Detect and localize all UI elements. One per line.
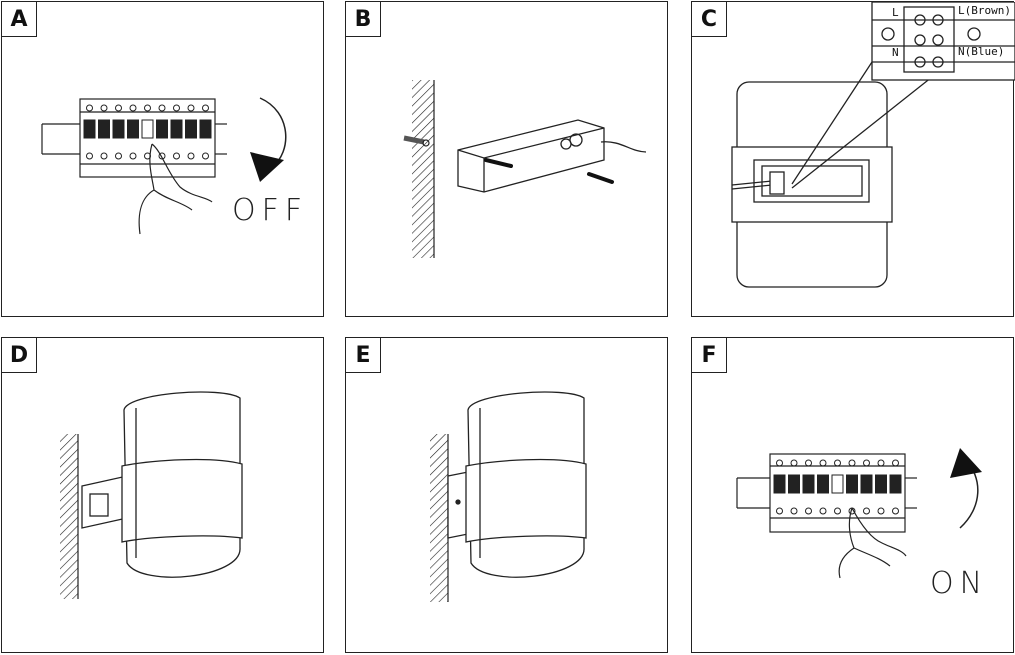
terminal-screw xyxy=(86,104,93,112)
terminal-screw xyxy=(776,507,783,515)
brown-wire-label: L(Brown) xyxy=(958,4,1011,17)
wiring-illustration: L N L(Brown) N(Blue) xyxy=(731,2,1015,288)
terminal-screw xyxy=(834,507,841,515)
breaker-switch xyxy=(185,119,197,139)
terminal-screw xyxy=(173,104,180,112)
step-panel-c: C L N L(Brown) N(Blue) xyxy=(691,1,1015,317)
terminal-screw xyxy=(115,104,122,112)
breaker-switch xyxy=(860,474,873,494)
terminal-screw xyxy=(173,152,180,160)
step-panel-e: E xyxy=(345,337,668,653)
terminal-screw xyxy=(848,459,856,467)
breaker-switch xyxy=(773,474,786,494)
breaker-switch xyxy=(788,474,800,494)
breaker-switch xyxy=(170,119,183,139)
breaker-switch xyxy=(199,119,212,139)
terminal-screw xyxy=(202,104,209,112)
terminal-screw xyxy=(100,104,108,112)
terminal-screw xyxy=(115,152,122,160)
terminal-screw xyxy=(877,459,885,467)
terminal-screw xyxy=(805,459,812,467)
terminal-screw xyxy=(776,459,783,467)
terminal-screw xyxy=(86,152,93,160)
breaker-switch xyxy=(98,119,110,139)
terminal-screw xyxy=(100,152,108,160)
breaker-switch xyxy=(802,474,815,494)
breaker-switch xyxy=(141,119,154,139)
lamp-attach-illustration xyxy=(60,391,243,599)
live-terminal-label: L xyxy=(892,6,899,19)
terminal-screw xyxy=(790,507,798,515)
neutral-terminal-label: N xyxy=(892,46,899,59)
breaker-switch xyxy=(156,119,168,139)
terminal-screw xyxy=(202,152,209,160)
terminal-screw xyxy=(819,507,827,515)
step-panel-d: D xyxy=(1,337,324,653)
terminal-screw xyxy=(863,507,870,515)
lamp-mounted-illustration xyxy=(430,391,587,602)
terminal-screw xyxy=(129,152,137,160)
terminal-screw xyxy=(892,507,899,515)
breaker-switch xyxy=(831,474,844,494)
terminal-screw xyxy=(892,459,899,467)
terminal-screw xyxy=(877,507,885,515)
terminal-screw xyxy=(805,507,812,515)
step-panel-a: A OFF xyxy=(1,1,324,317)
blue-wire-label: N(Blue) xyxy=(958,45,1004,58)
step-label-e: E xyxy=(345,337,381,373)
breaker-switch xyxy=(875,474,887,494)
breaker-switch xyxy=(127,119,139,139)
breaker-switch xyxy=(846,474,858,494)
breaker-switch xyxy=(889,474,902,494)
breaker-on-illustration: ON xyxy=(736,448,988,601)
step-panel-f: F ON xyxy=(691,337,1014,653)
breaker-off-illustration: OFF xyxy=(41,97,308,235)
terminal-screw xyxy=(790,459,798,467)
step-label-f: F xyxy=(691,337,727,373)
off-state-text: OFF xyxy=(232,193,308,228)
terminal-screw xyxy=(144,104,151,112)
breaker-switch xyxy=(112,119,125,139)
step-label-d: D xyxy=(1,337,37,373)
step-label-a: A xyxy=(1,1,37,37)
terminal-screw xyxy=(158,152,166,160)
on-state-text: ON xyxy=(930,566,988,601)
breaker-switch xyxy=(83,119,96,139)
breaker-switch xyxy=(817,474,829,494)
step-label-b: B xyxy=(345,1,381,37)
terminal-screw xyxy=(834,459,841,467)
step-panel-b: B xyxy=(345,1,668,317)
terminal-screw xyxy=(129,104,137,112)
step-label-c: C xyxy=(691,1,727,37)
terminal-screw xyxy=(187,104,195,112)
mounting-plate-illustration xyxy=(403,80,647,258)
terminal-screw xyxy=(819,459,827,467)
terminal-screw xyxy=(158,104,166,112)
terminal-screw xyxy=(187,152,195,160)
terminal-screw xyxy=(863,459,870,467)
